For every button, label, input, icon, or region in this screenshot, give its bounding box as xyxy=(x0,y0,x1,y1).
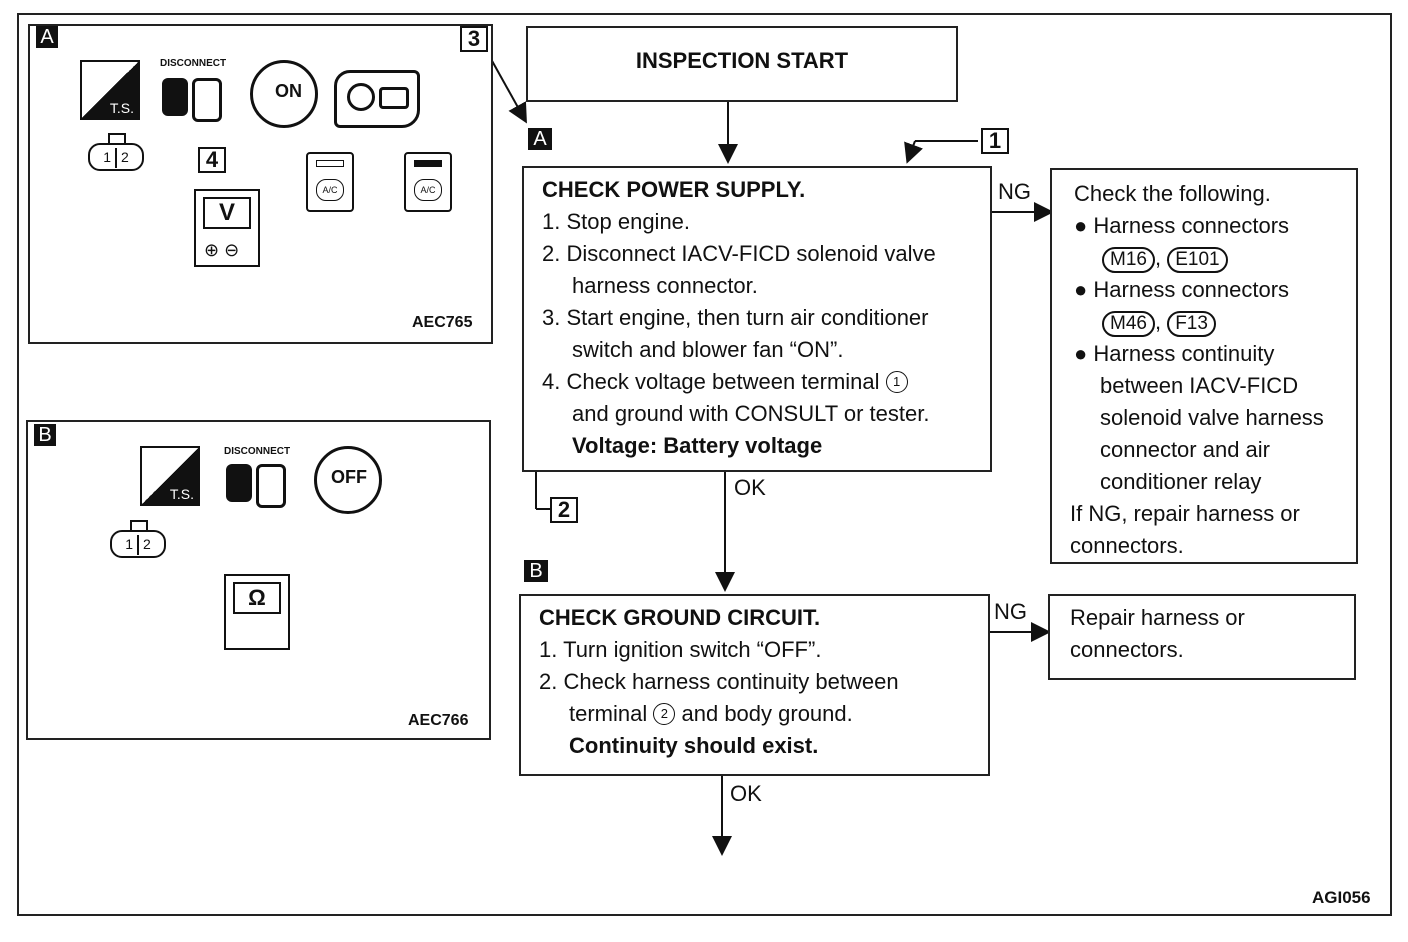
ac-switch-off-icon: A/C xyxy=(306,152,354,212)
bullet-continuation: connector and air xyxy=(1100,437,1270,462)
disconnect-label: DISCONNECT xyxy=(224,446,291,457)
panel-b-code: AEC766 xyxy=(408,712,469,729)
step-a-item: 3. Start engine, then turn air condition… xyxy=(542,305,929,330)
step-b-item: 2. Check harness continuity between xyxy=(539,669,899,694)
panel-a-code: AEC765 xyxy=(412,314,473,331)
ts-icon: T.S. xyxy=(80,60,140,120)
engine-icon xyxy=(334,70,420,128)
ng-check-box: Check the following. ● Harness connector… xyxy=(1050,168,1358,564)
connector-codes: M46, F13 xyxy=(1102,306,1216,338)
step-b-box: CHECK GROUND CIRCUIT. 1. Turn ignition s… xyxy=(519,594,990,776)
connector-codes: M16, E101 xyxy=(1102,242,1228,274)
pin-2: 2 xyxy=(121,149,129,165)
step-b-item: terminal 2 and body ground. xyxy=(569,701,853,726)
step-b-spec: Continuity should exist. xyxy=(569,733,819,758)
inspection-start-box: INSPECTION START xyxy=(526,26,958,102)
bullet-item: ● Harness continuity xyxy=(1074,341,1275,366)
figure-code: AGI056 xyxy=(1312,888,1371,907)
voltmeter: V ⊕ ⊖ xyxy=(194,189,260,267)
connector-icon xyxy=(162,74,222,122)
ts-icon: T.S. xyxy=(140,446,200,506)
panel-a-tag: A xyxy=(36,26,58,48)
step-a-ok-label: OK xyxy=(734,475,766,500)
bullet-continuation: solenoid valve harness xyxy=(1100,405,1324,430)
step-a-item: 1. Stop engine. xyxy=(542,209,691,234)
step-a-box: CHECK POWER SUPPLY. 1. Stop engine. 2. D… xyxy=(522,166,992,472)
step-b-ng-label: NG xyxy=(994,599,1027,624)
step-a-item: and ground with CONSULT or tester. xyxy=(572,401,930,426)
callout-1: 1 xyxy=(981,128,1009,154)
step-a-item: switch and blower fan “ON”. xyxy=(572,337,844,362)
ng-footer: connectors. xyxy=(1070,533,1184,558)
step-a-title: CHECK POWER SUPPLY. xyxy=(542,177,806,202)
ac-label: A/C xyxy=(414,179,442,201)
callout-3: 3 xyxy=(460,26,488,52)
step-b-tag: B xyxy=(524,560,548,582)
inspection-start-label: INSPECTION START xyxy=(635,48,849,73)
repair-line: Repair harness or xyxy=(1070,605,1245,630)
step-a-spec: Voltage: Battery voltage xyxy=(572,433,823,458)
ng-repair-box: Repair harness or connectors. xyxy=(1048,594,1356,680)
bullet-item: ● Harness connectors xyxy=(1074,277,1290,302)
meter-display: Ω xyxy=(233,582,281,614)
ts-label: T.S. xyxy=(109,100,134,116)
callout-2: 2 xyxy=(550,497,578,523)
step-a-tag: A xyxy=(528,128,552,150)
bullet-item: ● Harness connectors xyxy=(1074,213,1290,238)
pin-1: 1 xyxy=(103,149,111,165)
step-b-ok-label: OK xyxy=(730,781,762,806)
ng-intro: Check the following. xyxy=(1074,181,1271,206)
probe-terminals: ⊕ ⊖ xyxy=(204,240,240,260)
terminal-1-marker: 1 xyxy=(885,371,908,393)
meter-display: V xyxy=(203,197,251,229)
repair-line: connectors. xyxy=(1070,637,1184,662)
ng-footer: If NG, repair harness or xyxy=(1070,501,1300,526)
ignition-on-icon: ON xyxy=(250,60,318,128)
pin-1: 1 xyxy=(125,536,133,552)
step-a-item: 2. Disconnect IACV-FICD solenoid valve xyxy=(542,241,936,266)
off-label: OFF xyxy=(331,467,367,487)
step-b-item: 1. Turn ignition switch “OFF”. xyxy=(539,637,822,662)
bullet-continuation: conditioner relay xyxy=(1100,469,1262,494)
page-frame xyxy=(17,13,1392,916)
pin-2: 2 xyxy=(143,536,151,552)
ac-switch-on-icon: A/C xyxy=(404,152,452,212)
ac-label: A/C xyxy=(316,179,344,201)
on-label: ON xyxy=(275,81,302,101)
step-a-ng-label: NG xyxy=(998,179,1031,204)
step-a-item: harness connector. xyxy=(572,273,758,298)
disconnect-label: DISCONNECT xyxy=(160,58,227,69)
ohmmeter: Ω xyxy=(224,574,290,650)
step-a-item: 4. Check voltage between terminal 1 xyxy=(542,366,908,398)
terminal-2-marker: 2 xyxy=(653,703,676,725)
step-b-title: CHECK GROUND CIRCUIT. xyxy=(539,605,821,630)
callout-4: 4 xyxy=(198,147,226,173)
connector-icon xyxy=(226,460,286,508)
ignition-off-icon: OFF xyxy=(314,446,382,514)
panel-b-tag: B xyxy=(34,424,56,446)
ts-label: T.S. xyxy=(169,486,194,502)
bullet-continuation: between IACV-FICD xyxy=(1100,373,1299,398)
